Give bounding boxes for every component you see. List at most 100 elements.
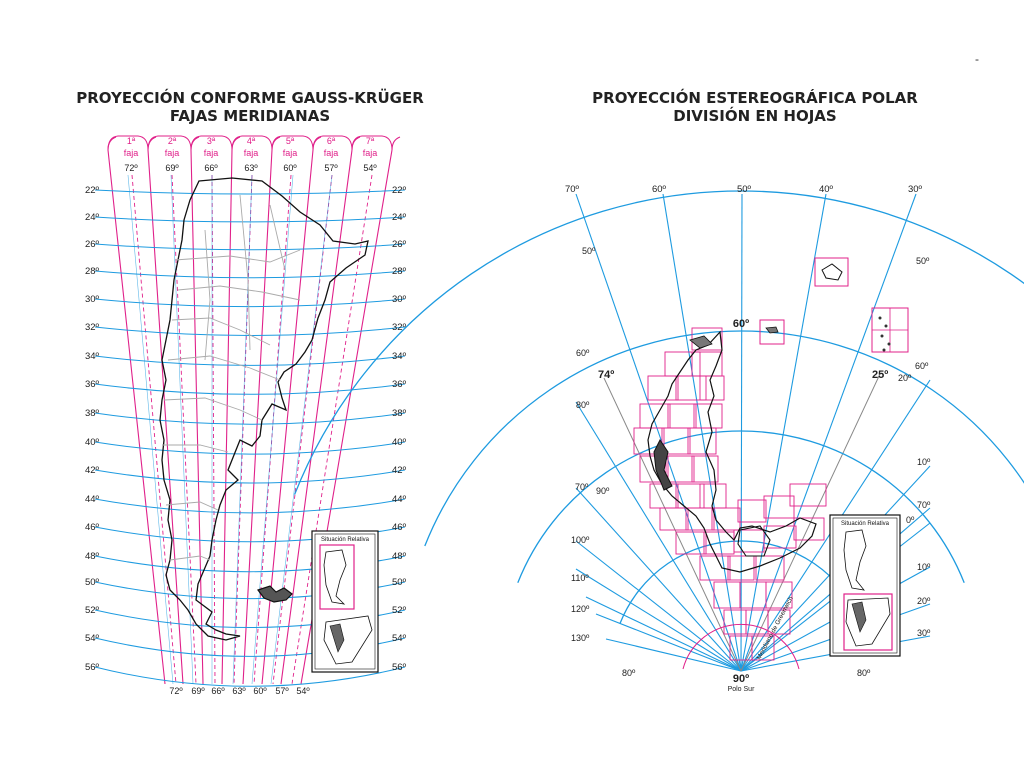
zone-word-label: faja <box>283 148 298 158</box>
bottom-meridian-label: 63º <box>232 686 246 696</box>
latitude-label-left: 34º <box>85 351 100 362</box>
zone-meridian-label: 66º <box>204 163 218 173</box>
latitude-parallel <box>94 412 406 425</box>
inset-argentina <box>843 529 867 591</box>
top-meridian-label: 60º <box>652 184 667 195</box>
map-sheet <box>699 555 731 581</box>
corner-mark: - <box>975 52 979 66</box>
alexander-island <box>653 439 673 491</box>
zone-number-label: 3ª <box>207 136 216 146</box>
left-meridian-label: 100º <box>571 535 590 545</box>
graticule-meridian <box>127 174 174 685</box>
latitude-parallel <box>94 441 406 455</box>
province-boundary <box>269 204 286 271</box>
right-meridian-label: 10º <box>917 457 931 467</box>
sandwich-island-dot <box>884 324 888 328</box>
left-meridian-label: 70º <box>575 482 589 492</box>
map-sheet <box>675 531 707 555</box>
right-meridian-label: 0º <box>906 515 915 525</box>
latitude-label-left: 50º <box>85 577 100 588</box>
meridian-ray <box>575 401 742 672</box>
zone-cap <box>107 135 149 151</box>
latitude-label-right: 28º <box>392 266 407 277</box>
province-boundary <box>165 501 219 511</box>
right-meridian-label: 10º <box>917 562 931 572</box>
latitude-label-right: 40º <box>392 437 407 448</box>
latitude-arc <box>293 190 1024 495</box>
zone-word-label: faja <box>244 148 259 158</box>
latitude-label-right: 48º <box>392 551 407 562</box>
right-meridian-label: 30º <box>917 628 931 638</box>
province-boundary <box>204 229 211 361</box>
map-sheet <box>765 581 793 609</box>
zone-cap <box>271 135 314 151</box>
map-sheet <box>675 375 707 401</box>
map-sheet <box>763 525 797 549</box>
left-meridian-label: 80º <box>576 400 590 410</box>
berkner-island <box>737 525 771 557</box>
province-boundary <box>174 249 301 263</box>
map-sheet-divider <box>872 308 908 352</box>
pole-label: 90º <box>733 673 749 685</box>
zone-number-label: 5ª <box>286 136 295 146</box>
map-sheet <box>737 499 767 523</box>
right-title-line1: PROYECCIÓN ESTEREOGRÁFICA POLAR <box>592 89 918 107</box>
latitude-label-left: 42º <box>85 465 100 476</box>
inset-highlight <box>319 544 355 610</box>
top-meridian-label: 70º <box>565 184 580 195</box>
sandwich-island-dot <box>887 342 891 346</box>
south-shetland-islands <box>689 335 713 349</box>
zone-cap <box>190 135 233 151</box>
zone-word-label: faja <box>204 148 219 158</box>
zone-cap <box>351 135 393 151</box>
map-sheet <box>767 609 791 635</box>
map-sheet <box>659 507 689 531</box>
meridian-ray <box>740 193 743 672</box>
map-sheet <box>661 427 691 455</box>
latitude-label-right: 56º <box>392 662 407 673</box>
map-sheet-south-orkney <box>759 319 785 345</box>
map-sheet <box>755 555 785 581</box>
map-sheet <box>639 403 671 429</box>
latitude-label-left: 32º <box>85 322 100 333</box>
zone-meridian-label: 57º <box>324 163 338 173</box>
argentina-outline <box>159 177 369 641</box>
latitude-label-left: 24º <box>85 212 100 223</box>
latitude-label-right: 24º <box>392 212 407 223</box>
right-meridian-label: 80º <box>857 668 871 678</box>
parallel-label: 60º <box>915 361 929 371</box>
latitude-label-left: 52º <box>85 605 100 616</box>
sandwich-island-dot <box>882 348 886 352</box>
province-boundary <box>169 555 211 561</box>
map-sheet <box>691 455 719 483</box>
province-boundary <box>162 444 229 453</box>
latitude-label-right: 34º <box>392 351 407 362</box>
meridian-ray <box>575 487 742 672</box>
latitude-label-left: 54º <box>85 633 100 644</box>
map-sheet <box>664 351 701 377</box>
zone-meridian-label: 60º <box>283 163 297 173</box>
latitude-parallel <box>94 189 406 195</box>
right-meridian-label: 70º <box>917 500 931 510</box>
map-sheet <box>665 455 695 483</box>
meridian-ray <box>662 193 742 672</box>
latitude-parallel <box>94 498 406 514</box>
zone-meridian-label: 63º <box>244 163 258 173</box>
zone-number-label: 7ª <box>366 136 375 146</box>
map-sheet <box>751 635 775 661</box>
latitude-label-left: 40º <box>85 437 100 448</box>
latitude-parallel <box>94 469 406 484</box>
latitude-arc <box>424 330 1024 547</box>
left-title-line1: PROYECCIÓN CONFORME GAUSS-KRÜGER <box>76 89 424 107</box>
latitude-label-right: 46º <box>392 522 407 533</box>
zone-number-label: 4ª <box>247 136 256 146</box>
bottom-meridian-label: 60º <box>253 686 267 696</box>
bottom-meridian-label: 57º <box>275 686 289 696</box>
right-meridian-label: 20º <box>917 596 931 606</box>
zone-meridian-label: 72º <box>124 163 138 173</box>
map-sheet <box>687 427 717 455</box>
central-meridian-line <box>131 174 177 685</box>
zone-cap <box>147 135 192 151</box>
parallel-label: 50º <box>916 256 930 266</box>
